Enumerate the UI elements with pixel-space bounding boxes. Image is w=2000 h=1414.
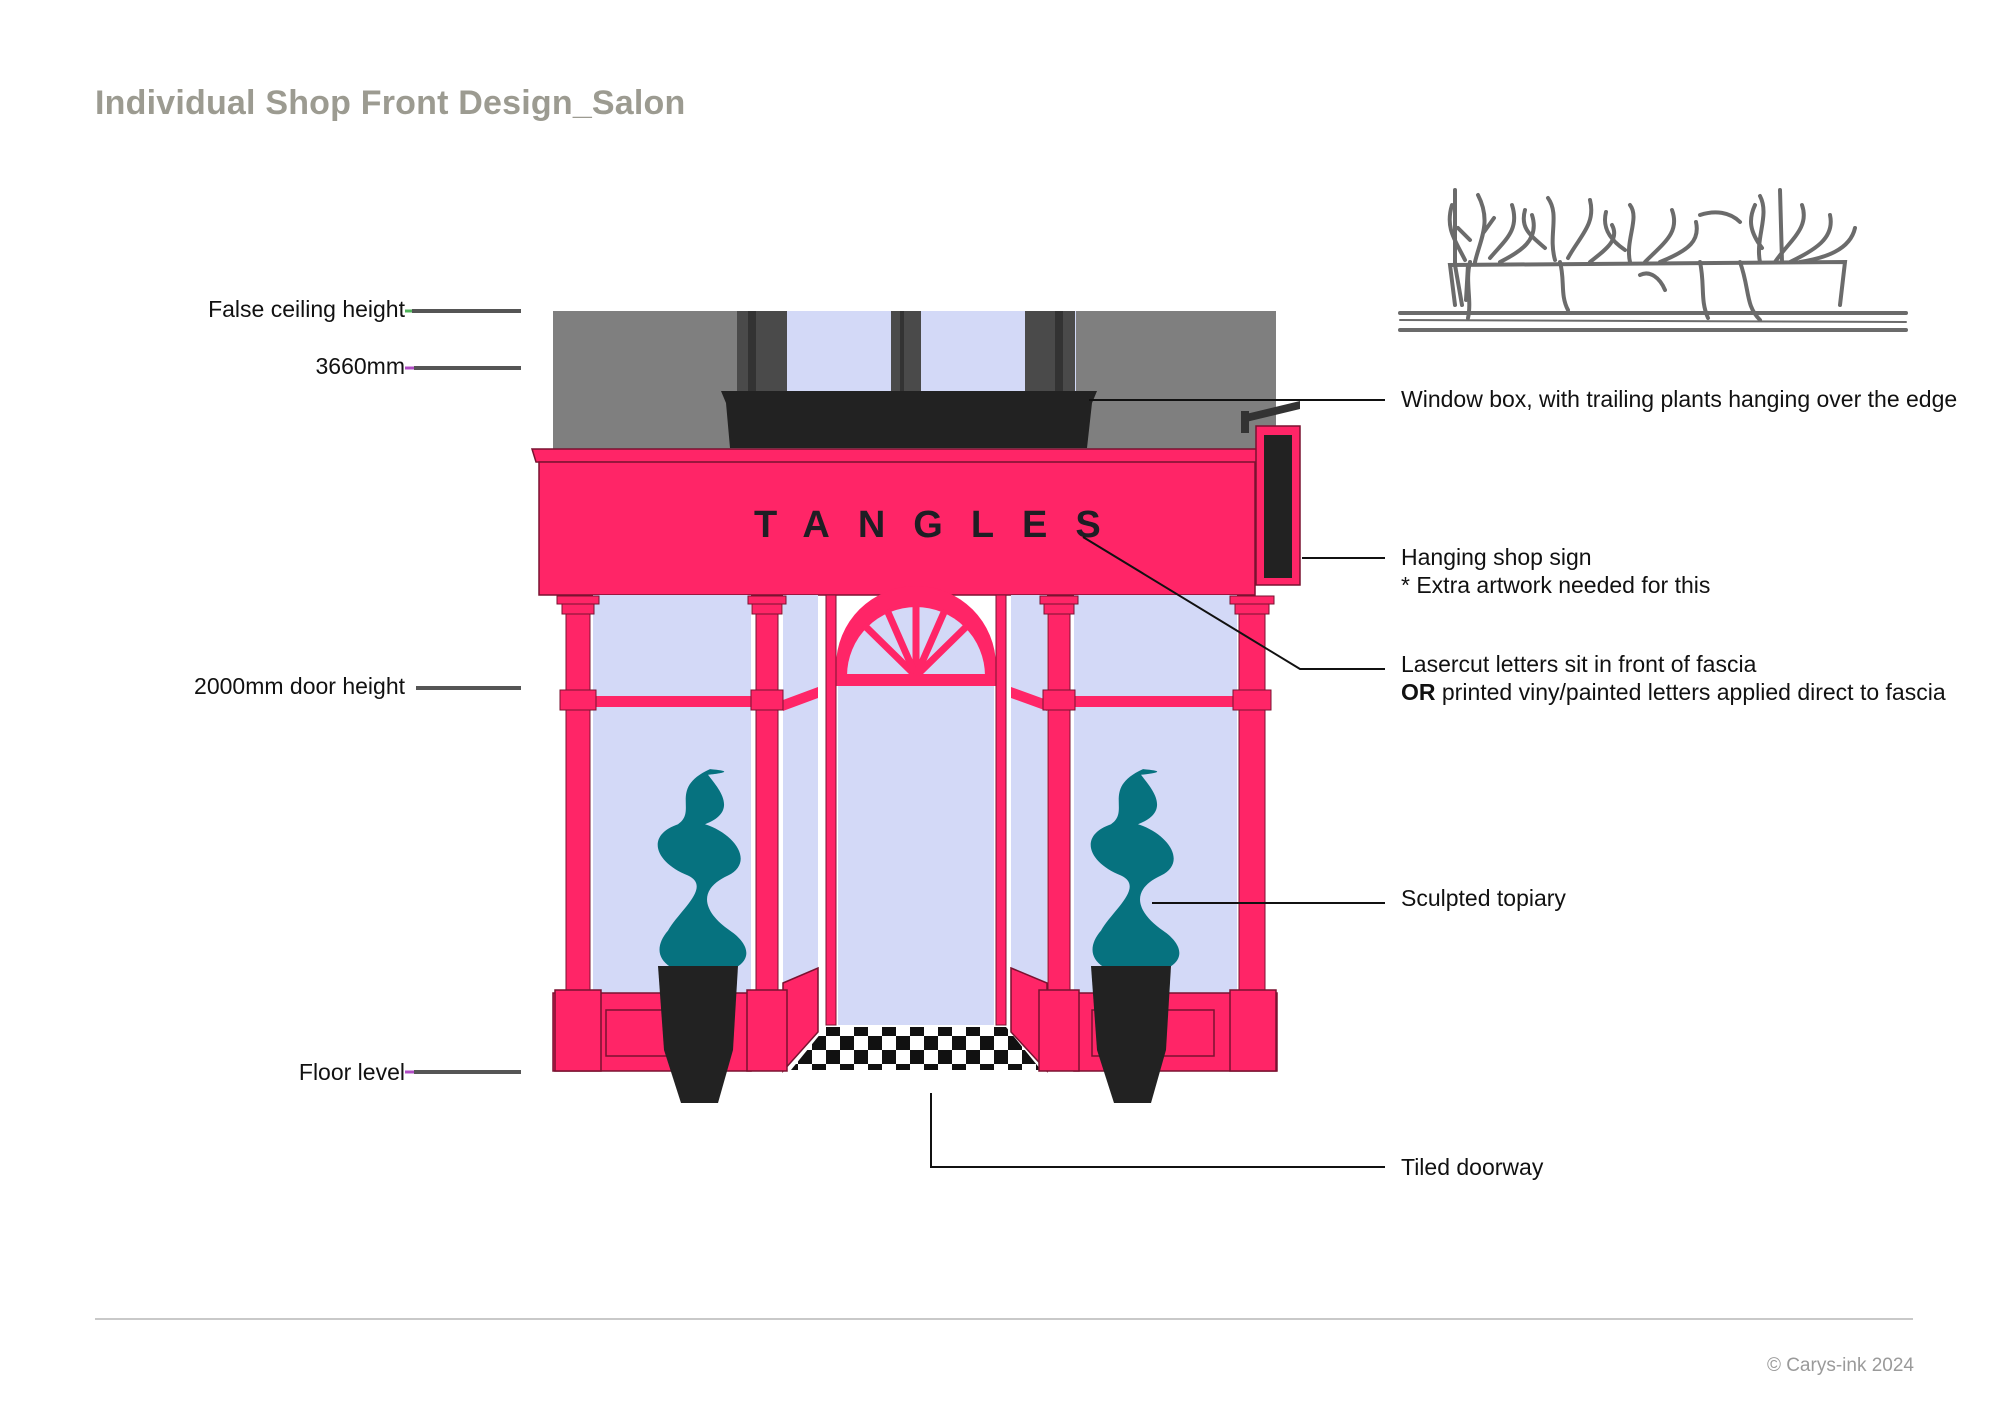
callout-printed-letters-text: printed viny/painted letters applied dir… — [1436, 679, 1946, 705]
topiary-left — [657, 769, 747, 1103]
callout-or-keyword: OR — [1401, 679, 1436, 705]
tiled-doorway — [791, 1027, 1041, 1070]
right-transom — [1074, 696, 1237, 707]
right-splay-transom — [1011, 687, 1047, 711]
topiary-right — [1090, 769, 1180, 1103]
floor-level-marker: Floor level — [299, 1059, 521, 1085]
upper-window — [737, 311, 1076, 401]
left-splay-glass — [783, 595, 818, 1004]
callout-printed-letters: OR printed viny/painted letters applied … — [1401, 679, 1946, 705]
pilaster — [746, 595, 788, 1072]
door-post-right — [995, 594, 1007, 1026]
door-height-label: 2000mm door height — [194, 673, 406, 699]
footer-divider — [95, 1318, 1913, 1320]
fanlight — [832, 586, 1000, 686]
shop-front-illustration: TANGLES — [530, 311, 1301, 1103]
hanging-shop-sign — [1241, 401, 1301, 586]
pilaster — [554, 595, 602, 1072]
page-title: Individual Shop Front Design_Salon — [95, 84, 686, 122]
copyright-notice: © Carys-ink 2024 — [1766, 1355, 1914, 1376]
window-box-sketch — [1398, 188, 1908, 332]
window-box — [721, 391, 1097, 448]
callout-lasercut-letters: Lasercut letters sit in front of fascia — [1401, 651, 1757, 677]
door-height-marker: 2000mm door height — [194, 673, 521, 699]
left-splay-transom — [783, 687, 818, 711]
pilaster — [1229, 595, 1277, 1072]
callout-window-box: Window box, with trailing plants hanging… — [1401, 386, 1957, 412]
height-3660-label: 3660mm — [316, 353, 405, 379]
callout-hanging-sign-note: * Extra artwork needed for this — [1401, 572, 1710, 598]
pilaster — [1038, 595, 1080, 1072]
floor-level-label: Floor level — [299, 1059, 405, 1085]
callout-tiled-doorway: Tiled doorway — [1401, 1154, 1544, 1180]
false-ceiling-label: False ceiling height — [208, 296, 406, 322]
callout-lines — [930, 399, 1385, 1168]
fascia-sign-text: TANGLES — [754, 504, 1129, 546]
door-glass — [838, 685, 994, 1025]
left-transom — [593, 696, 751, 707]
callout-hanging-sign: Hanging shop sign — [1401, 544, 1592, 570]
false-ceiling-marker: False ceiling height — [208, 296, 521, 322]
height-3660-marker: 3660mm — [316, 353, 521, 379]
callout-sculpted-topiary: Sculpted topiary — [1401, 885, 1566, 911]
right-splay-glass — [1011, 595, 1047, 1004]
door-post-left — [825, 594, 837, 1026]
